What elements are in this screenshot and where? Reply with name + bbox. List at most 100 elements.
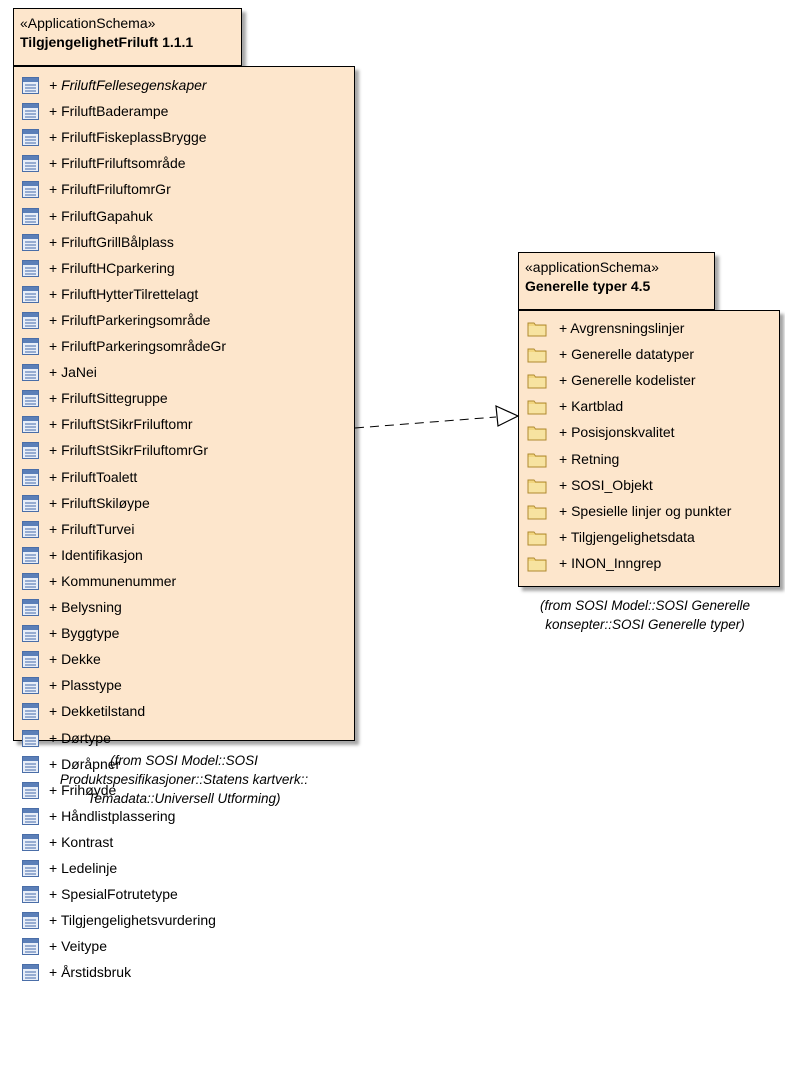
class-name: + FriluftHytterTilrettelagt bbox=[49, 285, 199, 302]
package-name: + Generelle datatyper bbox=[559, 346, 695, 363]
class-name: + FriluftFiskeplassBrygge bbox=[49, 129, 207, 146]
class-name: + FriluftFriluftomrGr bbox=[49, 181, 171, 198]
class-icon bbox=[22, 703, 39, 725]
class-icon bbox=[22, 155, 39, 177]
package-body: + FriluftFellesegenskaper + FriluftBadera… bbox=[13, 66, 355, 982]
class-name: + Årstidsbruk bbox=[49, 964, 132, 981]
package-tab: «applicationSchema» Generelle typer 4.5 bbox=[518, 252, 715, 310]
class-icon bbox=[22, 677, 39, 699]
class-name: + FriluftFellesegenskaper bbox=[49, 77, 207, 93]
note-line: Produktspesifikasjoner::Statens kartverk… bbox=[59, 772, 309, 787]
package-stereotype: «applicationSchema» bbox=[525, 259, 659, 275]
class-icon bbox=[22, 442, 39, 464]
class-icon bbox=[22, 938, 39, 960]
folder-icon bbox=[527, 320, 547, 342]
class-icon bbox=[22, 207, 39, 230]
class-icon bbox=[22, 651, 39, 673]
folder-icon bbox=[527, 529, 547, 551]
package-tab: «ApplicationSchema» TilgjengelighetFrilu… bbox=[13, 8, 242, 66]
class-icon bbox=[22, 860, 39, 882]
class-icon bbox=[22, 729, 39, 752]
package-name: + Avgrensningslinjer bbox=[559, 320, 685, 336]
folder-icon bbox=[527, 424, 547, 446]
package-name: TilgjengelighetFriluft 1.1.1 bbox=[20, 34, 194, 50]
class-name: + SpesialFotrutetype bbox=[49, 886, 178, 903]
class-icon bbox=[22, 964, 39, 986]
class-icon bbox=[22, 416, 39, 438]
dependency-line bbox=[354, 416, 497, 429]
folder-icon bbox=[527, 503, 547, 525]
folder-icon bbox=[527, 555, 547, 577]
class-icon bbox=[22, 520, 39, 543]
class-icon bbox=[22, 390, 39, 412]
class-name: + FriluftSkiløype bbox=[49, 494, 150, 511]
class-name: + Frihøyde bbox=[49, 781, 117, 798]
class-icon bbox=[22, 755, 39, 778]
package-name: + Tilgjengelighetsdata bbox=[559, 528, 695, 545]
class-icon bbox=[22, 807, 39, 830]
class-icon bbox=[22, 912, 39, 934]
class-name: + Plasstype bbox=[49, 677, 122, 694]
package-name: Generelle typer 4.5 bbox=[525, 278, 651, 294]
package-stereotype: «ApplicationSchema» bbox=[20, 15, 156, 31]
package-name: + Generelle kodelister bbox=[559, 372, 696, 389]
class-name: + FriluftSittegruppe bbox=[49, 390, 168, 407]
class-name: + FriluftGrillBålplass bbox=[49, 233, 174, 250]
class-name: + Byggtype bbox=[49, 625, 120, 642]
class-name: + Dekke bbox=[49, 651, 101, 668]
package-source-note: (from SOSI Model::SOSI Generelle konsept… bbox=[505, 596, 785, 634]
class-name: + Kommunenummer bbox=[49, 572, 177, 589]
dependency-arrowhead bbox=[495, 405, 520, 427]
folder-icon bbox=[527, 346, 547, 368]
class-name: + FriluftStSikrFriluftomr bbox=[49, 416, 193, 433]
class-icon bbox=[22, 546, 39, 569]
class-name: + Ledelinje bbox=[49, 860, 118, 876]
package-body: + Avgrensningslinjer + Generelle datatype… bbox=[518, 310, 780, 587]
class-name: + Belysning bbox=[49, 599, 122, 615]
class-name: + Dørtype bbox=[49, 729, 111, 746]
class-name: + Identifikasjon bbox=[49, 546, 143, 563]
note-line: Temadata::Universell Utforming) bbox=[87, 791, 281, 806]
class-icon bbox=[22, 625, 39, 647]
class-icon bbox=[22, 311, 39, 334]
class-icon bbox=[22, 781, 39, 804]
class-icon bbox=[22, 886, 39, 908]
class-icon bbox=[22, 599, 39, 621]
class-name: + FriluftTurvei bbox=[49, 520, 135, 537]
class-name: + FriluftGapahuk bbox=[49, 207, 153, 224]
class-icon bbox=[22, 468, 39, 491]
note-line: (from SOSI Model::SOSI bbox=[110, 753, 258, 768]
class-icon bbox=[22, 285, 39, 308]
package-source-note: (from SOSI Model::SOSI Produktspesifikas… bbox=[13, 751, 355, 808]
class-icon bbox=[22, 77, 39, 99]
class-icon bbox=[22, 364, 39, 386]
folder-icon bbox=[527, 477, 547, 499]
class-name: + Kontrast bbox=[49, 833, 114, 850]
package-name: + SOSI_Objekt bbox=[559, 476, 653, 493]
class-icon bbox=[22, 833, 39, 856]
package-name: + INON_Inngrep bbox=[559, 554, 662, 571]
package-name: + Kartblad bbox=[559, 398, 624, 415]
folder-icon bbox=[527, 372, 547, 394]
class-icon bbox=[22, 233, 39, 256]
class-icon bbox=[22, 129, 39, 151]
class-icon bbox=[22, 338, 39, 360]
class-name: + JaNei bbox=[49, 364, 97, 381]
class-name: + FriluftHCparkering bbox=[49, 259, 175, 276]
note-line: (from SOSI Model::SOSI Generelle bbox=[539, 598, 751, 613]
class-name: + Håndlistplassering bbox=[49, 807, 176, 824]
class-icon bbox=[22, 494, 39, 517]
folder-icon bbox=[527, 451, 547, 473]
class-name: + FriluftParkeringsområde bbox=[49, 311, 211, 328]
class-name: + Døråpner bbox=[49, 755, 121, 772]
class-name: + Dekketilstand bbox=[49, 703, 146, 720]
class-icon bbox=[22, 259, 39, 282]
class-name: + FriluftToalett bbox=[49, 468, 138, 485]
class-name: + Tilgjengelighetsvurdering bbox=[49, 912, 216, 929]
class-name: + FriluftBaderampe bbox=[49, 103, 169, 120]
class-name: + FriluftStSikrFriluftomrGr bbox=[49, 442, 209, 459]
note-line: konsepter::SOSI Generelle typer) bbox=[545, 617, 745, 632]
class-name: + FriluftFriluftsområde bbox=[49, 155, 186, 172]
class-icon bbox=[22, 181, 39, 203]
